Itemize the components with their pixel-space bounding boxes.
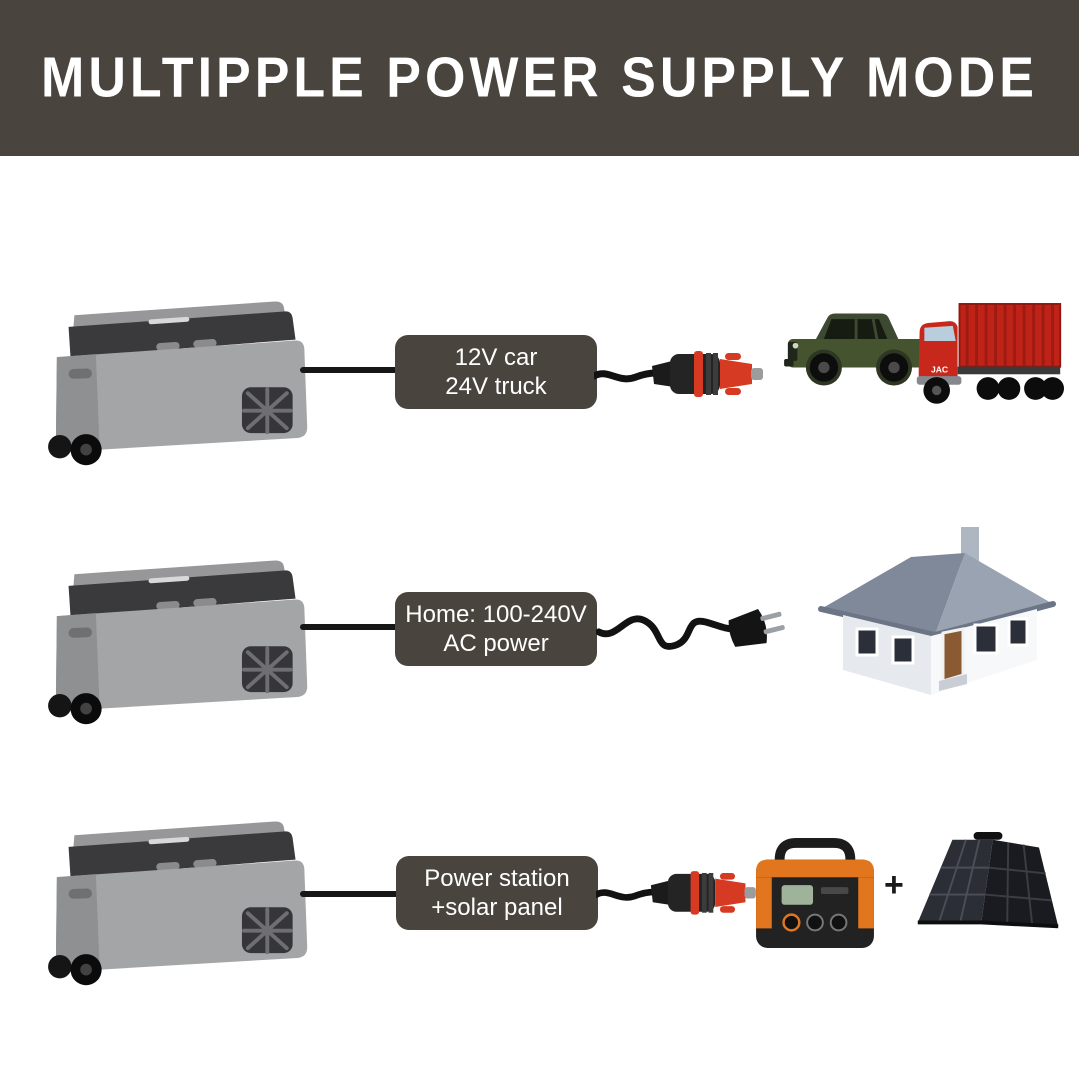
label-line-1: Power station — [424, 864, 570, 892]
12v-car-plug-icon — [596, 860, 771, 920]
12v-car-plug-icon — [594, 340, 779, 402]
row-power-station: Power station +solar panel + — [0, 806, 1079, 1018]
solar-panel-illustration — [917, 832, 1059, 929]
row-home-ac: Home: 100-240V AC power — [0, 527, 1079, 757]
ac-power-cord-icon — [596, 609, 785, 650]
connector-line — [300, 624, 400, 630]
label-line-2: +solar panel — [431, 894, 563, 921]
jeep-illustration — [784, 313, 930, 386]
header-banner: MULTIPPLE POWER SUPPLY MODE — [0, 0, 1079, 156]
row-car-truck: 12V car 24V truck JAC — [0, 288, 1079, 500]
power-mode-label-power-station: Power station +solar panel — [396, 856, 598, 930]
power-mode-label-car-truck: 12V car 24V truck — [395, 335, 597, 409]
truck-illustration: JAC — [916, 303, 1064, 404]
power-mode-label-home-ac: Home: 100-240V AC power — [395, 592, 597, 666]
plus-sign: + — [884, 866, 904, 904]
label-line-2: 24V truck — [445, 373, 547, 400]
label-line-1: Home: 100-240V — [405, 600, 587, 628]
connector-line — [300, 367, 400, 373]
page-title: MULTIPPLE POWER SUPPLY MODE — [41, 46, 1038, 110]
power-station-illustration — [756, 838, 874, 949]
house-illustration — [818, 527, 1056, 695]
car-fridge-illustration — [46, 299, 310, 466]
car-fridge-illustration — [46, 558, 310, 725]
connector-line — [300, 891, 400, 897]
truck-logo-text: JAC — [931, 364, 948, 374]
car-fridge-illustration — [46, 819, 310, 986]
label-line-2: AC power — [443, 630, 549, 657]
label-line-1: 12V car — [454, 343, 538, 371]
